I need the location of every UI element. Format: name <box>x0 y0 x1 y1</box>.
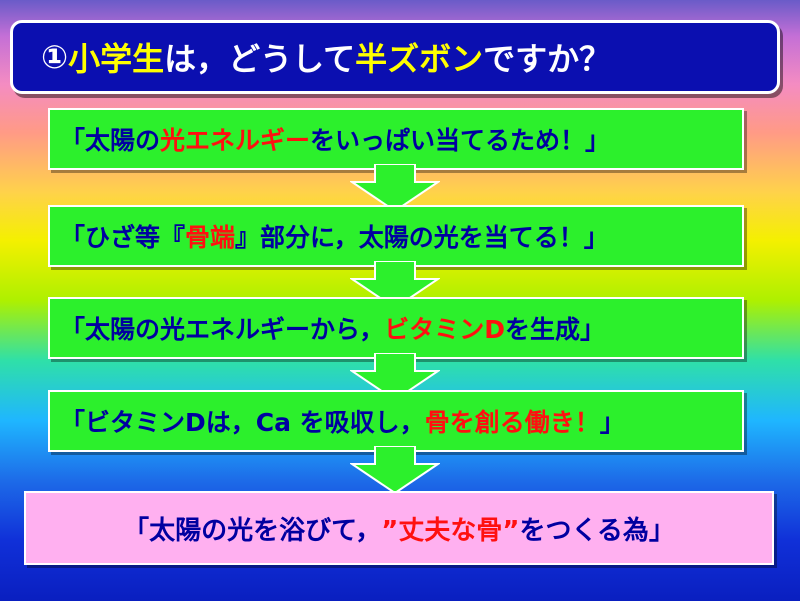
conclusion-box: 「太陽の光を浴びて，”丈夫な骨”をつくる為」 <box>24 491 774 565</box>
step-highlight: ビタミンD <box>384 315 506 344</box>
step-highlight: 骨端 <box>185 223 236 252</box>
flow-arrow-4 <box>350 446 440 494</box>
title-text-1: は，どうして <box>164 40 356 78</box>
title-number: ① <box>41 38 69 76</box>
conclusion-highlight: ”丈夫な骨” <box>381 515 520 546</box>
conclusion-text: をつくる為」 <box>519 515 675 546</box>
conclusion-text: 「太陽の光を浴びて， <box>123 515 382 546</box>
title-subject: 小学生 <box>68 40 165 78</box>
step-text: 「太陽の光エネルギーから， <box>60 315 385 344</box>
step-text: 「ひざ等『 <box>60 223 186 252</box>
title-banner: ① 小学生 は，どうして 半ズボン ですか？ <box>10 20 780 94</box>
step-text: 」 <box>599 408 625 437</box>
flow-step-4: 「ビタミンDは，Ca を吸収し，骨を創る働き！」 <box>48 390 744 452</box>
flow-step-2: 「ひざ等『骨端』部分に，太陽の光を当てる！」 <box>48 205 744 267</box>
step-text: 「ビタミンDは，Ca を吸収し， <box>60 408 425 437</box>
flow-arrow-2 <box>350 261 440 309</box>
title-highlight: 半ズボン <box>355 40 484 78</box>
flow-step-1: 「太陽の光エネルギーをいっぱい当てるため！」 <box>48 108 744 170</box>
title-text-2: ですか？ <box>483 40 612 78</box>
step-text: をいっぱい当てるため！」 <box>310 126 611 155</box>
step-highlight: 光エネルギー <box>160 126 311 155</box>
step-text: を生成」 <box>505 315 606 344</box>
flow-arrow-1 <box>350 164 440 212</box>
step-highlight: 骨を創る働き！ <box>424 408 600 437</box>
flow-arrow-3 <box>350 353 440 401</box>
step-text: 「太陽の <box>60 126 161 155</box>
step-text: 』部分に，太陽の光を当てる！」 <box>235 223 609 252</box>
